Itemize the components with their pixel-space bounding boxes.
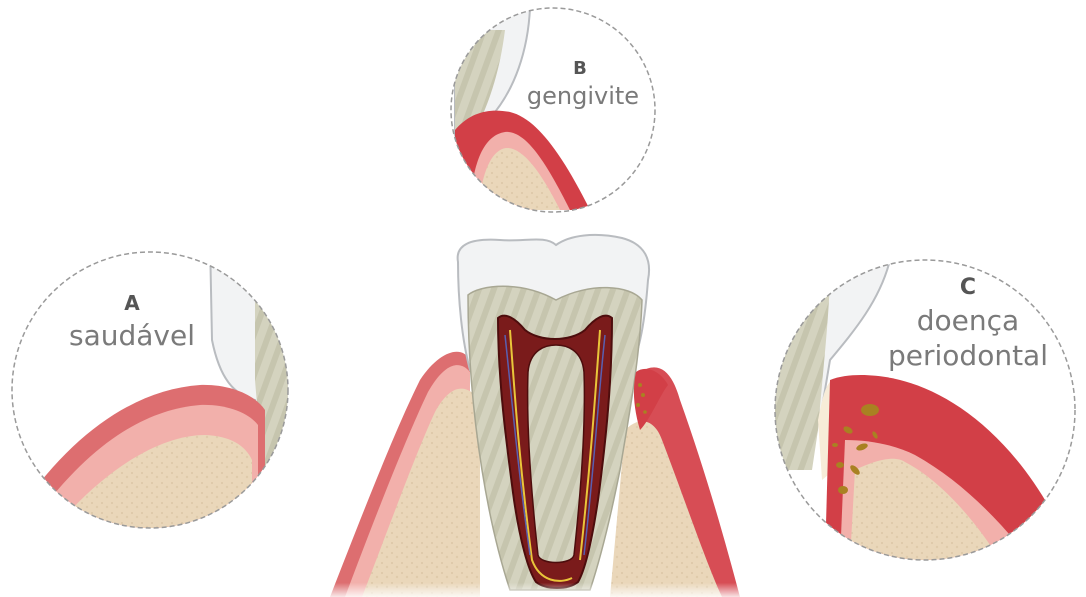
panel-c-periodontal: C doença periodontal	[775, 260, 1075, 560]
panel-b-caption: gengivite	[527, 82, 639, 110]
panel-c-caption-line2: periodontal	[888, 339, 1048, 372]
panel-b-letter: B	[573, 58, 587, 79]
panel-a-letter: A	[124, 291, 140, 315]
panel-c-letter: C	[960, 275, 976, 300]
pulp-inner-dentin	[528, 345, 585, 563]
bottom-fade	[320, 540, 760, 597]
panel-a-healthy: A saudável	[0, 240, 300, 540]
panel-b-gingivitis: B gengivite	[450, 8, 660, 218]
central-tooth-illustration	[320, 235, 760, 597]
panel-a-caption: saudável	[69, 319, 195, 352]
panel-c-caption-line1: doença	[917, 304, 1019, 337]
